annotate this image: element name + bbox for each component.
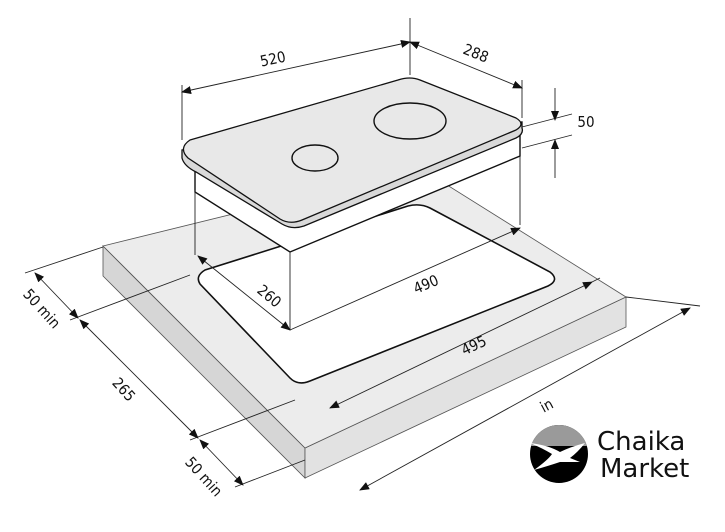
logo-line1: Chaika — [597, 427, 685, 457]
large-burner — [373, 102, 447, 140]
dim-hob-depth: 288 — [461, 40, 492, 66]
dim-hob-width: 520 — [258, 48, 287, 71]
hob — [181, 77, 524, 330]
small-burner — [291, 144, 339, 172]
logo-line2: Market — [600, 454, 689, 484]
chaika-market-logo: Chaika Market — [530, 425, 689, 484]
dim-hob-height: 50 — [577, 113, 594, 131]
dim-side-depth: 265 — [108, 374, 139, 405]
seagull-icon — [530, 443, 585, 470]
dimension-lines — [24, 18, 701, 491]
dim-overall-min: in — [537, 395, 556, 417]
dim-side-min-back: 50 min — [19, 285, 64, 332]
